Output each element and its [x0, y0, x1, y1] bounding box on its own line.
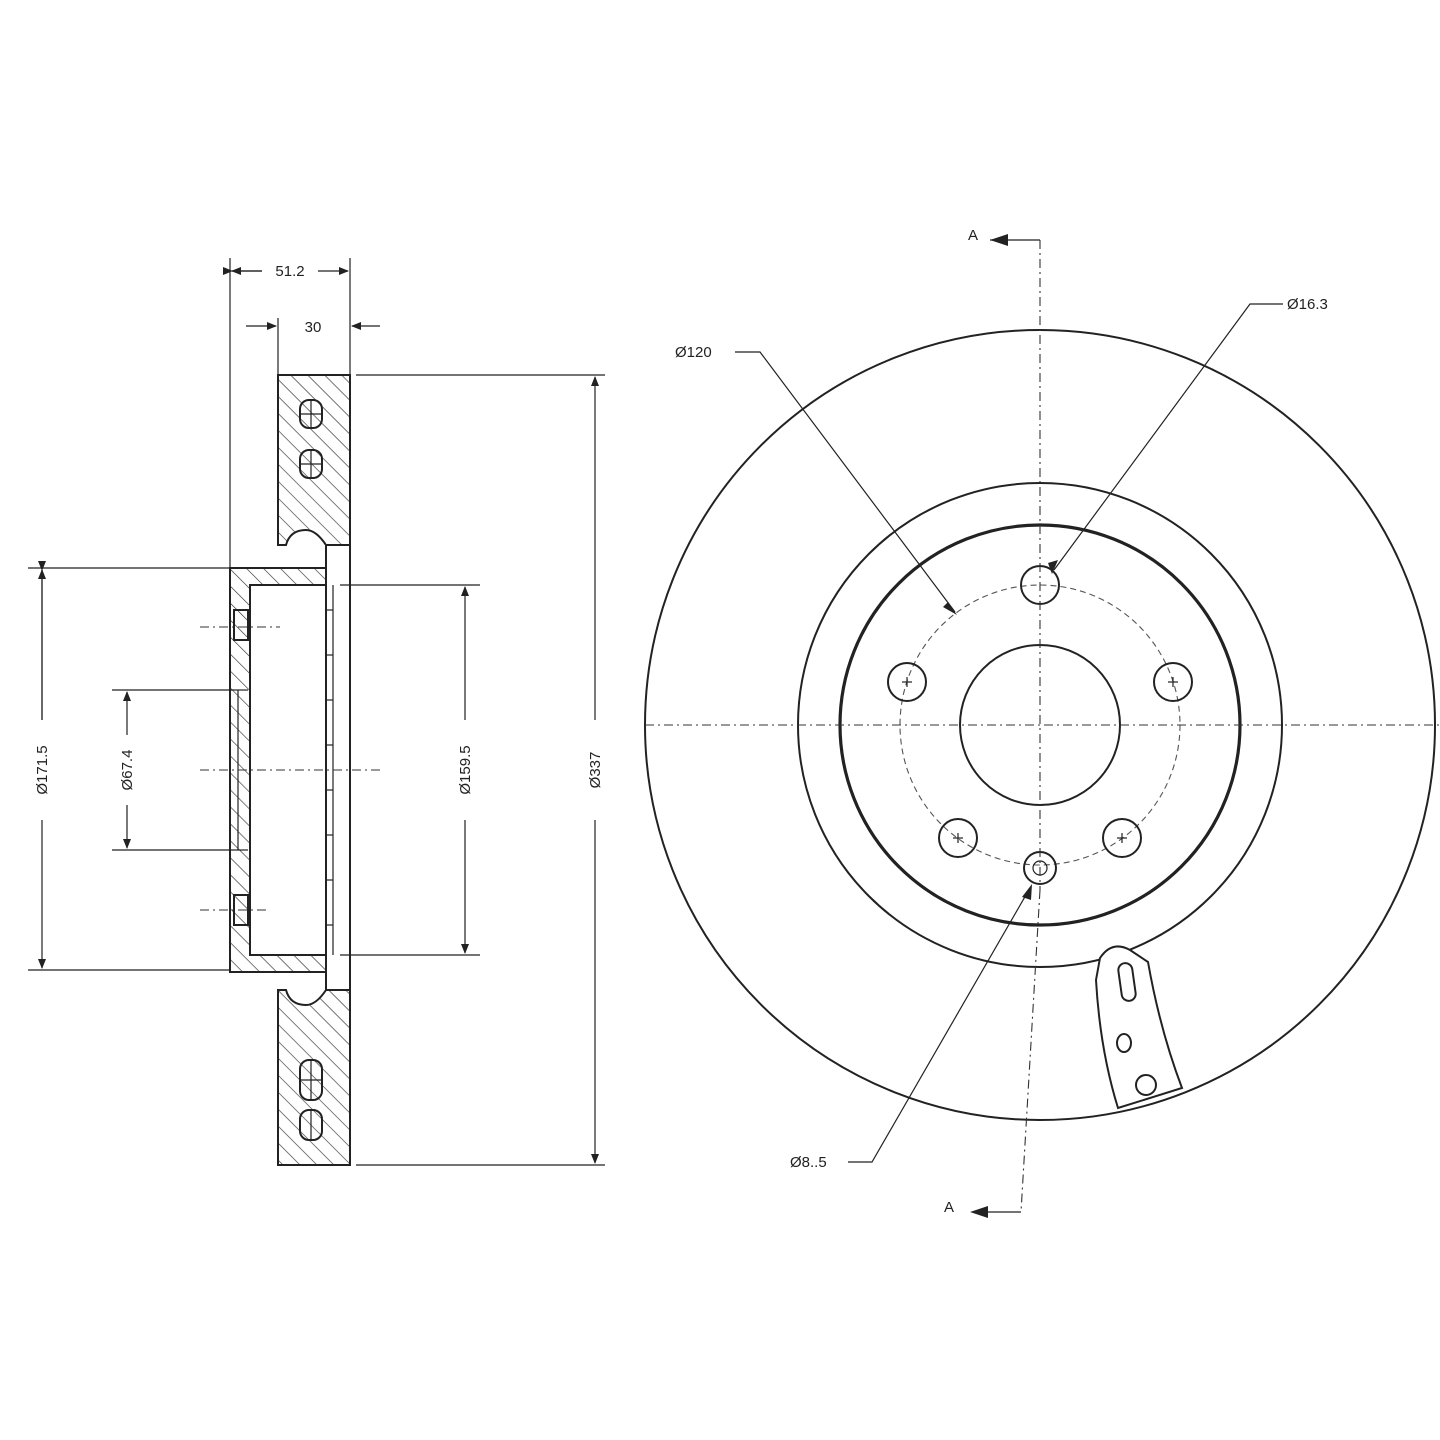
face-ticks [326, 609, 333, 926]
dim-width-total: 51.2 [275, 263, 304, 280]
dim-dia-8: Ø8..5 [790, 1154, 827, 1171]
upper-ring-section [277, 374, 351, 546]
section-label-top: A [968, 227, 978, 244]
dim-dia-337: Ø337 [587, 752, 604, 789]
dim-dia-120: Ø120 [675, 344, 712, 361]
dim-dia-16: Ø16.3 [1287, 296, 1328, 313]
dim-width-disc: 30 [305, 319, 322, 336]
side-section-view: 51.2 30 Ø171.5 Ø67.4 Ø159.5 Ø337 [28, 258, 605, 1166]
section-label-bottom: A [944, 1199, 954, 1216]
dim-dia-67: Ø67.4 [119, 750, 136, 791]
wear-indicator-bracket [1094, 945, 1184, 1110]
dim-dia-171: Ø171.5 [34, 745, 51, 794]
front-view: A A Ø120 Ø16.3 Ø8..5 [644, 227, 1440, 1218]
dim-dia-159: Ø159.5 [457, 745, 474, 794]
lower-ring-section [277, 989, 351, 1166]
